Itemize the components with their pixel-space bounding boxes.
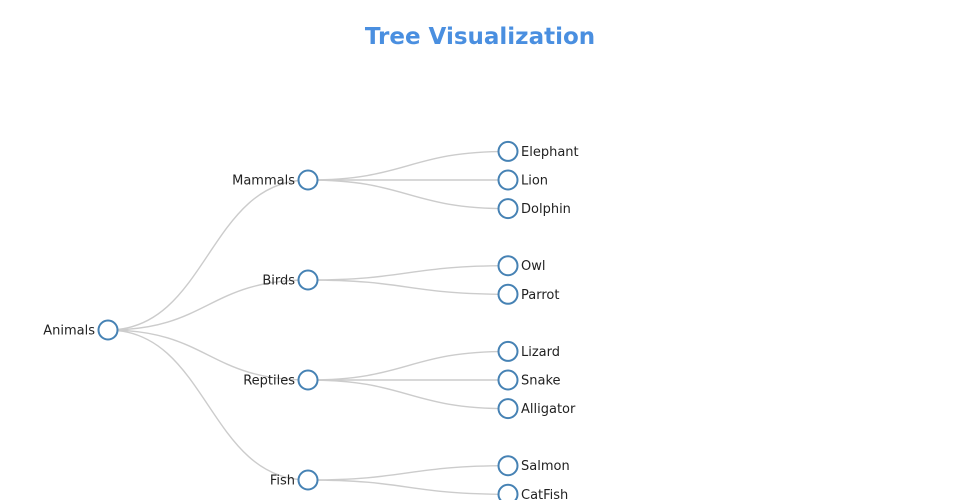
link-reptiles-lizard xyxy=(307,350,509,381)
tree-node-birds[interactable]: Birds xyxy=(262,269,319,291)
node-circle-catfish[interactable] xyxy=(497,483,519,500)
node-label-animals: Animals xyxy=(43,324,95,339)
tree-node-animals[interactable]: Animals xyxy=(43,319,119,341)
tree-links xyxy=(107,150,509,495)
tree-node-snake[interactable]: Snake xyxy=(497,369,561,391)
node-circle-fish[interactable] xyxy=(297,469,319,491)
node-circle-animals[interactable] xyxy=(97,319,119,341)
link-mammals-elephant xyxy=(307,150,509,181)
tree-node-lizard[interactable]: Lizard xyxy=(497,340,561,362)
tree-node-owl[interactable]: Owl xyxy=(497,255,546,277)
node-label-snake: Snake xyxy=(521,374,561,389)
node-label-lizard: Lizard xyxy=(521,345,560,360)
node-label-salmon: Salmon xyxy=(521,459,570,474)
tree-node-lion[interactable]: Lion xyxy=(497,169,549,191)
tree-node-elephant[interactable]: Elephant xyxy=(497,140,579,162)
tree-node-alligator[interactable]: Alligator xyxy=(497,398,576,420)
node-label-lion: Lion xyxy=(521,174,548,189)
node-circle-mammals[interactable] xyxy=(297,169,319,191)
node-circle-elephant[interactable] xyxy=(497,140,519,162)
link-reptiles-alligator xyxy=(307,379,509,410)
node-circle-parrot[interactable] xyxy=(497,283,519,305)
tree-node-parrot[interactable]: Parrot xyxy=(497,283,560,305)
tree-node-dolphin[interactable]: Dolphin xyxy=(497,198,571,220)
tree-node-fish[interactable]: Fish xyxy=(270,469,319,491)
link-fish-salmon xyxy=(307,465,509,481)
node-circle-dolphin[interactable] xyxy=(497,198,519,220)
node-label-mammals: Mammals xyxy=(232,174,295,189)
node-label-catfish: CatFish xyxy=(521,488,568,500)
node-label-reptiles: Reptiles xyxy=(243,374,295,389)
node-circle-lizard[interactable] xyxy=(497,340,519,362)
link-fish-catfish xyxy=(307,479,509,495)
link-mammals-dolphin xyxy=(307,179,509,210)
node-label-owl: Owl xyxy=(521,259,545,274)
node-label-elephant: Elephant xyxy=(521,145,579,160)
node-circle-salmon[interactable] xyxy=(497,455,519,477)
node-circle-owl[interactable] xyxy=(497,255,519,277)
tree-node-salmon[interactable]: Salmon xyxy=(497,455,570,477)
node-circle-lion[interactable] xyxy=(497,169,519,191)
node-label-fish: Fish xyxy=(270,474,295,489)
page-title: Tree Visualization xyxy=(364,24,596,50)
node-circle-alligator[interactable] xyxy=(497,398,519,420)
tree-node-reptiles[interactable]: Reptiles xyxy=(243,369,319,391)
tree-node-mammals[interactable]: Mammals xyxy=(232,169,319,191)
node-label-birds: Birds xyxy=(262,274,295,289)
link-animals-fish xyxy=(107,329,309,481)
node-circle-birds[interactable] xyxy=(297,269,319,291)
link-birds-owl xyxy=(307,265,509,281)
node-circle-reptiles[interactable] xyxy=(297,369,319,391)
link-animals-mammals xyxy=(107,179,309,331)
node-label-dolphin: Dolphin xyxy=(521,202,571,217)
node-label-alligator: Alligator xyxy=(521,402,576,417)
link-animals-birds xyxy=(107,279,309,331)
node-circle-snake[interactable] xyxy=(497,369,519,391)
link-birds-parrot xyxy=(307,279,509,295)
node-label-parrot: Parrot xyxy=(521,288,559,303)
tree-node-catfish[interactable]: CatFish xyxy=(497,483,569,500)
link-animals-reptiles xyxy=(107,329,309,381)
